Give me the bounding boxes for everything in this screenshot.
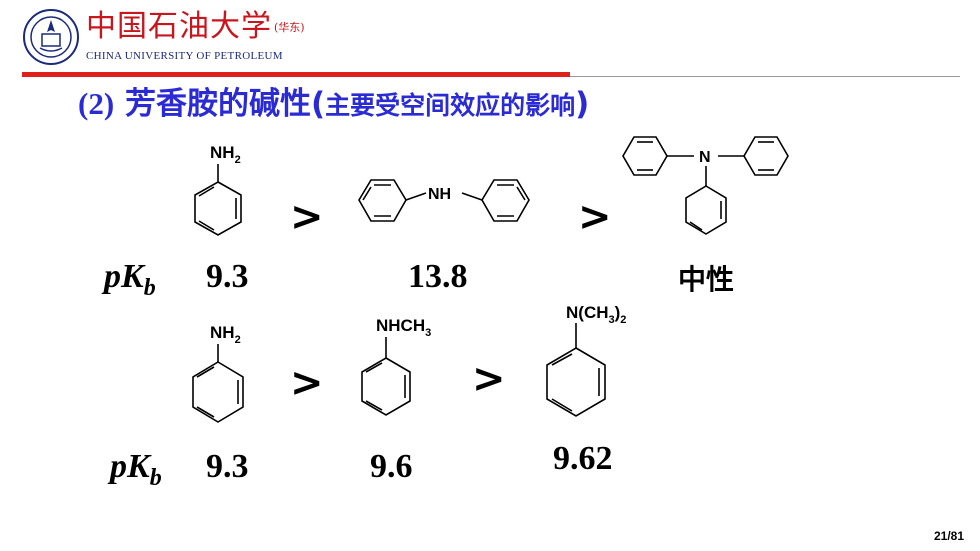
pkb-label-row2: pKb — [110, 448, 162, 491]
benzene-ring-aniline-2 — [192, 344, 244, 423]
pkb-value-diphenylamine: 13.8 — [408, 258, 468, 295]
header-red-rule — [22, 72, 570, 77]
title-main: 芳香胺的碱性 — [124, 86, 311, 122]
comparator-row1-2: > — [578, 194, 612, 240]
group-label-nch32: N(CH3)2 — [566, 303, 626, 326]
benzene-ring-triphenylamine-left — [622, 136, 668, 176]
university-emblem — [22, 8, 80, 66]
university-name-cn: 中国石油大学(华东) — [86, 10, 305, 45]
pkb-value-dimethylaniline: 9.62 — [553, 440, 613, 477]
pkb-value-triphenylamine: 中性 — [678, 263, 735, 296]
benzene-ring-dimethylaniline — [546, 323, 606, 417]
university-campus: (华东) — [274, 21, 305, 34]
group-label-nh: NH — [428, 186, 451, 203]
benzene-ring-triphenylamine-right — [743, 136, 789, 176]
header-gray-rule — [570, 76, 960, 77]
group-label-nh2-2: NH2 — [210, 323, 241, 346]
comparator-row2-1: > — [290, 360, 324, 406]
benzene-ring-aniline-1 — [194, 164, 242, 236]
title-number: (2) — [78, 86, 115, 121]
slide-title: (2) 芳香胺的碱性(主要受空间效应的影响) — [78, 84, 589, 126]
university-name-cn-text: 中国石油大学 — [86, 9, 272, 44]
pkb-value-aniline-1: 9.3 — [206, 258, 249, 295]
benzene-ring-diphenylamine-left — [358, 179, 407, 222]
group-label-n: N — [699, 149, 711, 166]
benzene-ring-triphenylamine-bottom — [685, 185, 727, 235]
group-label-nh2-1: NH2 — [210, 143, 241, 166]
group-label-nhch3: NHCH3 — [376, 316, 431, 339]
benzene-ring-n-methylaniline — [361, 337, 411, 416]
comparator-row2-2: > — [472, 356, 506, 402]
pkb-value-aniline-2: 9.3 — [206, 448, 249, 485]
page-number: 21/81 — [933, 529, 964, 543]
title-paren-open: ( — [310, 86, 326, 122]
pkb-value-n-methylaniline: 9.6 — [370, 448, 413, 485]
title-paren-close: ) — [575, 86, 590, 122]
title-note: 主要受空间效应的影响 — [325, 91, 576, 120]
pkb-label-row1: pKb — [104, 258, 156, 301]
comparator-row1-1: > — [290, 194, 324, 240]
benzene-ring-diphenylamine-right — [481, 179, 530, 222]
university-name-en: CHINA UNIVERSITY OF PETROLEUM — [86, 50, 283, 62]
